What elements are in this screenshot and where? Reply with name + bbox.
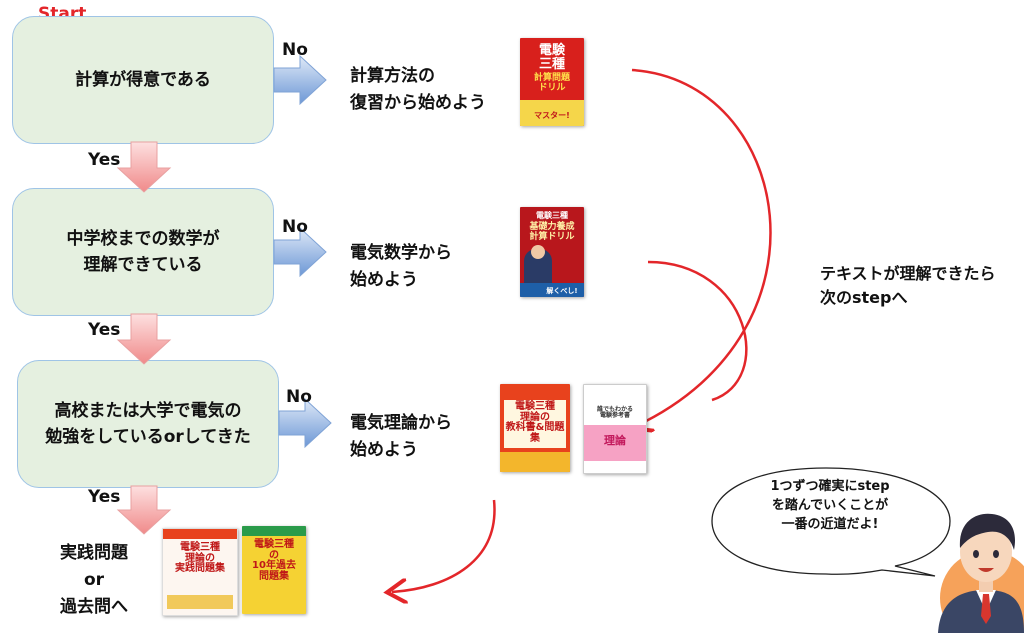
result-electric-math: 電気数学から 始めよう xyxy=(350,243,452,291)
book-theory-reference-title: 理論 xyxy=(604,434,626,447)
book-past-exams-title: 電験三種 の 10年過去 問題集 xyxy=(252,539,296,582)
book-practice-problems: 電験三種 理論の 実践問題集 xyxy=(162,528,238,616)
result-calculation-review: 計算方法の 復習から始めよう xyxy=(350,66,486,114)
no-label-1: No xyxy=(282,40,308,60)
curve-arrow-3 xyxy=(392,499,496,592)
character-avatar xyxy=(938,513,1024,633)
book-past-exams: 電験三種 の 10年過去 問題集 xyxy=(242,526,306,614)
speech-bubble-text: 1つずつ確実にstep を踏んでいくことが 一番の近道だよ! xyxy=(770,479,890,532)
yes-arrow-3 xyxy=(116,485,172,535)
book-theory-textbook: 電験三種 理論の 教科書&問題集 xyxy=(500,384,570,472)
book-calc-drill: 電験 三種 計算問題 ドリル マスター! xyxy=(520,38,584,126)
book-theory-reference-small: 誰でもわかる 電験参考書 xyxy=(596,406,633,420)
result-practice-past-exams: 実践問題 or 過去問へ xyxy=(60,543,128,618)
book-practice-problems-title: 電験三種 理論の 実践問題集 xyxy=(175,542,225,574)
book-theory-textbook-title: 電験三種 理論の 教科書&問題集 xyxy=(505,401,565,444)
result-electric-theory: 電気理論から 始めよう xyxy=(350,413,452,461)
book-calc-drill-subtitle: 計算問題 ドリル xyxy=(533,73,570,93)
side-note: テキストが理解できたら 次のstepへ xyxy=(820,264,996,307)
curve-arrow-2 xyxy=(647,260,748,402)
curve-arrow-1 xyxy=(632,68,772,426)
book-calc-drill-tag: マスター! xyxy=(534,110,570,120)
book-theory-reference: 誰でもわかる 電験参考書 理論 xyxy=(583,384,647,474)
yes-arrow-2 xyxy=(116,313,172,365)
no-label-2: No xyxy=(282,217,308,237)
yes-arrow-1 xyxy=(116,141,172,193)
yes-label-3: Yes xyxy=(88,487,121,507)
no-label-3: No xyxy=(286,387,312,407)
book-basic-drill-top: 電験三種 xyxy=(536,211,568,220)
book-basic-drill-title: 基礎力養成 計算ドリル xyxy=(529,222,575,242)
yes-label-2: Yes xyxy=(88,320,121,340)
no-arrow-3 xyxy=(278,397,332,449)
book-calc-drill-title: 電験 三種 xyxy=(538,43,565,72)
question-box-electric-study: 高校または大学で電気の 勉強をしているorしてきた xyxy=(17,360,279,488)
book-basic-drill: 電験三種 基礎力養成 計算ドリル 解くべし! xyxy=(520,207,584,297)
yes-label-1: Yes xyxy=(88,150,121,170)
no-arrow-2 xyxy=(273,226,327,278)
no-arrow-1 xyxy=(273,54,327,106)
book-basic-drill-tag: 解くべし! xyxy=(546,286,578,295)
speech-bubble xyxy=(711,467,951,577)
